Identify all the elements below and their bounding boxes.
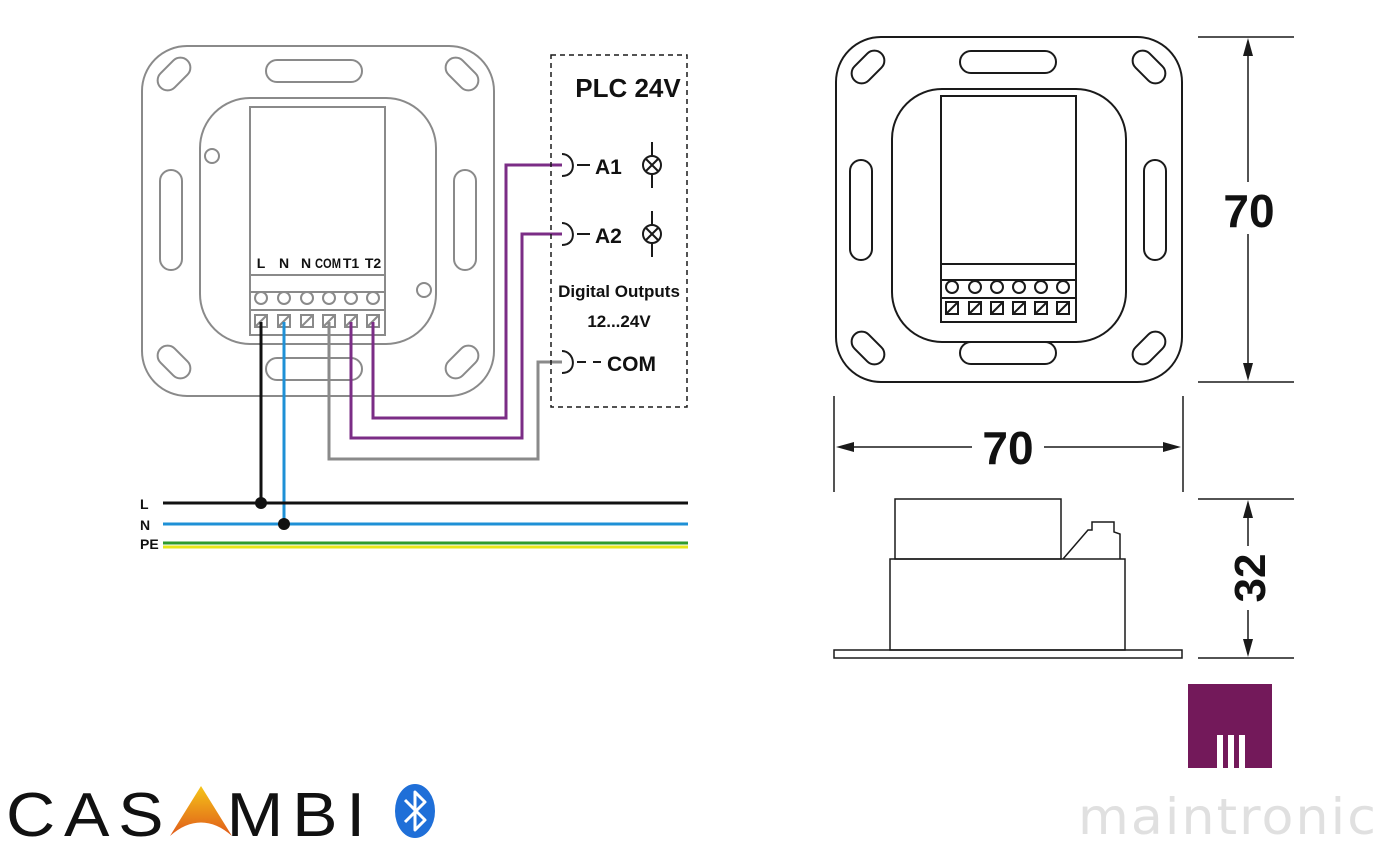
depth-value: 32 bbox=[1226, 554, 1275, 603]
terminal-label-n1: N bbox=[279, 255, 289, 271]
bluetooth-icon bbox=[395, 784, 435, 838]
com-label: COM bbox=[607, 353, 656, 376]
supply-bus: L N PE bbox=[140, 496, 688, 552]
output-label-a1: A1 bbox=[595, 156, 622, 179]
maintronic-wordmark: maintronic bbox=[1078, 788, 1378, 846]
device-side-view bbox=[833, 498, 1183, 659]
terminal-label-com: COM bbox=[315, 255, 341, 271]
terminal-screws-top bbox=[254, 291, 380, 305]
depth-dimension bbox=[1198, 498, 1294, 659]
bus-label-n: N bbox=[140, 517, 150, 533]
bus-label-pe: PE bbox=[140, 536, 159, 552]
casambi-logo: CASAMBI bbox=[6, 780, 366, 850]
terminal-label-n2: N bbox=[301, 255, 311, 271]
width-value: 70 bbox=[982, 422, 1033, 474]
bus-label-l: L bbox=[140, 496, 149, 512]
height-value: 70 bbox=[1223, 185, 1274, 237]
lamp-icon bbox=[642, 224, 662, 244]
digital-outputs-label: Digital Outputs bbox=[558, 282, 680, 301]
device-front-view-wiring: L N N COM T1 T2 bbox=[141, 45, 495, 397]
wire-t1-a2 bbox=[349, 232, 562, 440]
junction-dot-l bbox=[255, 497, 267, 509]
terminal-screws-bottom bbox=[254, 314, 380, 328]
plc-box: PLC 24V A1 A2 Digital Outputs 12...24V C… bbox=[550, 54, 688, 408]
wires bbox=[259, 163, 562, 524]
terminal-label-t2: T2 bbox=[365, 255, 382, 271]
maintronic-logo-icon bbox=[1188, 684, 1272, 768]
wire-t2-a1 bbox=[371, 163, 562, 420]
terminal-block-dimensioned bbox=[945, 280, 1070, 315]
voltage-range-label: 12...24V bbox=[587, 312, 651, 331]
output-label-a2: A2 bbox=[595, 225, 622, 248]
lamp-icon bbox=[642, 155, 662, 175]
wire-com bbox=[327, 322, 562, 461]
casambi-a-icon bbox=[170, 780, 232, 840]
terminal-label-l: L bbox=[257, 255, 266, 271]
terminal-label-t1: T1 bbox=[343, 255, 360, 271]
device-front-view-dimensioned bbox=[835, 36, 1183, 383]
plc-title: PLC 24V bbox=[575, 73, 681, 103]
junction-dot-n bbox=[278, 518, 290, 530]
